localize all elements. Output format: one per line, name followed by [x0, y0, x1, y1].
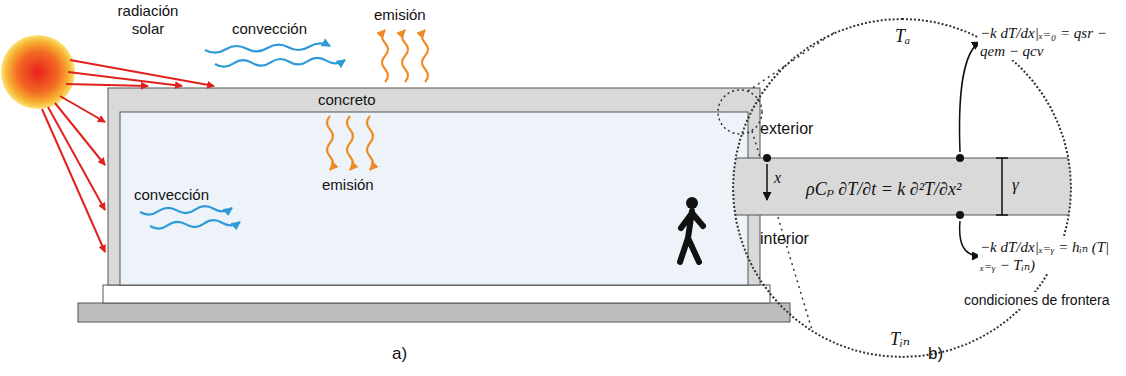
wave-arrow — [347, 116, 353, 170]
callout-label: emisión — [374, 6, 426, 24]
boundary-equation: −k dT/dx|ₓ₌ᵧ = hᵢₙ (T|ₓ₌ᵧ − Tᵢₙ) — [978, 238, 1122, 274]
callout-label: emisión — [322, 176, 374, 194]
zoom-spot — [718, 90, 762, 134]
wave-arrow — [422, 30, 428, 82]
panel-label: a) — [392, 344, 407, 364]
wave-arrow — [382, 30, 388, 82]
node-text: exterior — [760, 120, 813, 138]
wave-arrow — [327, 116, 333, 170]
concrete-shell — [108, 88, 760, 285]
wave-arrow — [367, 116, 373, 170]
wave-arrow — [215, 58, 345, 67]
wave-arrow — [140, 206, 232, 214]
x-axis-arrow — [766, 164, 768, 200]
axis-label: x — [774, 168, 781, 187]
callout-label: convección — [232, 20, 307, 38]
wave-arrow — [402, 30, 408, 82]
callout-label: radiación solar — [108, 2, 188, 38]
slab-band: ρCₚ ∂T/∂t = k ∂²T/∂x² — [774, 160, 994, 217]
node-text: Tᵢₙ — [890, 328, 910, 350]
boundary-dots — [763, 154, 964, 219]
panel-label: b) — [928, 344, 943, 364]
wave-arrow — [150, 220, 240, 228]
slab-section — [700, 158, 1120, 215]
dimension-label: γ — [1012, 175, 1019, 195]
material-label: concreto — [318, 91, 376, 109]
person-figure — [680, 197, 703, 262]
platform — [103, 285, 770, 303]
thickness-dimension — [996, 158, 1008, 215]
node-text: ρCₚ ∂T/∂t = k ∂²T/∂x² — [806, 178, 961, 200]
caption-note: condiciones de frontera — [962, 292, 1122, 309]
wave-arrow — [205, 43, 330, 52]
node-text: interior — [760, 230, 809, 248]
boundary-arrows — [960, 42, 980, 256]
boundary-equation: −k dT/dx|ₓ₌₀ = qsr − qem − qcv — [978, 24, 1122, 60]
solar-rays — [42, 60, 214, 252]
node-text: Tₐ — [895, 26, 910, 47]
interior-space — [120, 112, 748, 285]
ground-base — [78, 303, 790, 322]
callout-label: convección — [134, 186, 209, 204]
